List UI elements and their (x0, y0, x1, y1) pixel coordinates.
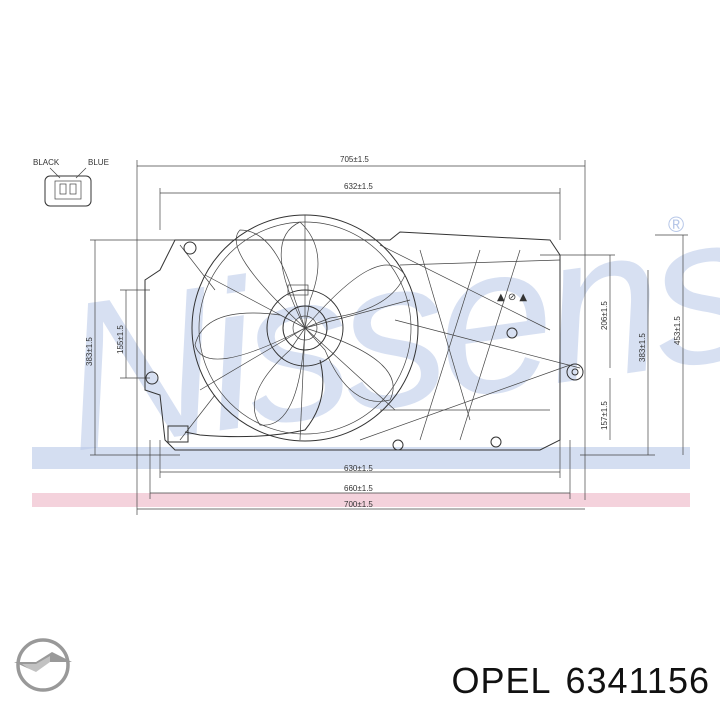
watermark-registered: ® (668, 212, 684, 237)
dim-left-inner: 155±1.5 (116, 325, 125, 354)
motor-hub (266, 284, 344, 367)
dim-left-outer: 383±1.5 (85, 337, 94, 366)
blue-band (32, 447, 690, 469)
dim-right-outer: 453±1.5 (673, 316, 682, 345)
part-number: 6341156 (565, 660, 710, 701)
connector-label-right: BLUE (88, 158, 109, 167)
dim-bottom-2: 660±1.5 (344, 484, 373, 493)
dim-bottom-1: 630±1.5 (344, 464, 373, 473)
shroud-ribs (179, 244, 581, 441)
wire-harness (184, 359, 324, 438)
harness-connector (167, 425, 189, 443)
pink-band (32, 493, 690, 507)
connector-icon (44, 167, 92, 207)
dim-right-3: 383±1.5 (638, 333, 647, 362)
opel-logo (14, 638, 72, 692)
connector-label-left: BLACK (33, 158, 60, 167)
fan-blades (194, 221, 406, 426)
dim-right-1: 206±1.5 (600, 301, 609, 330)
dim-top-inner: 632±1.5 (344, 182, 373, 191)
warning-mark: ▲ ⊘ ▲ (497, 292, 527, 303)
dim-top-outer: 705±1.5 (340, 155, 369, 164)
part-caption: OPEL 6341156 (451, 660, 710, 702)
dim-right-2: 157±1.5 (600, 401, 609, 430)
mounting-bolts (145, 241, 584, 451)
brand-name: OPEL (451, 660, 552, 701)
fan-spokes (199, 215, 411, 441)
shroud-outline (144, 231, 561, 451)
dim-bottom-3: 700±1.5 (344, 500, 373, 509)
